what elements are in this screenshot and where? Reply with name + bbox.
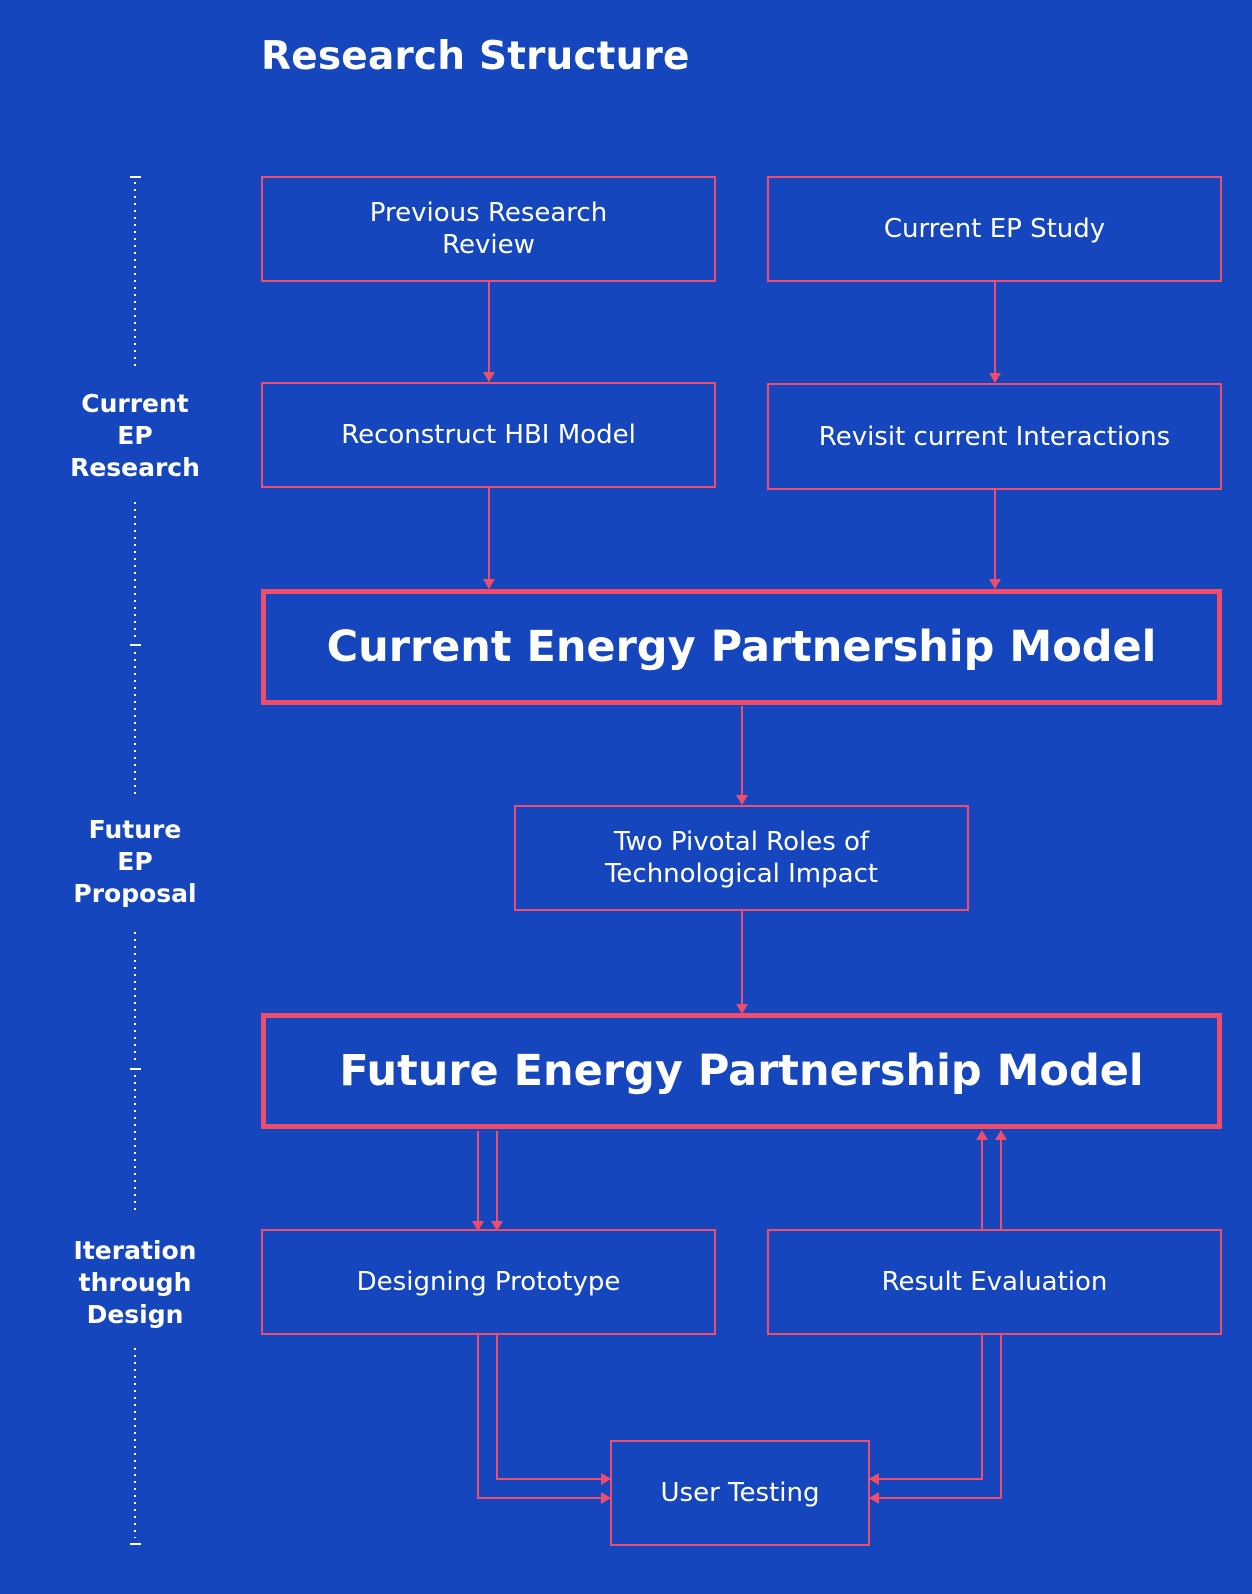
node-current-energy-partnership-model: Current Energy Partnership Model bbox=[261, 589, 1222, 705]
phase-label-current-ep-research: Current EP Research bbox=[70, 389, 200, 482]
node-current-ep-study: Current EP Study bbox=[767, 176, 1222, 282]
node-result-evaluation: Result Evaluation bbox=[767, 1229, 1222, 1335]
edge-prototype-to-user-testing-outer bbox=[477, 1335, 611, 1504]
node-two-pivotal-roles: Two Pivotal Roles of Technological Impac… bbox=[514, 805, 969, 911]
page-title: Research Structure bbox=[261, 34, 690, 79]
phase-label-iteration-through-design: Iteration through Design bbox=[73, 1236, 197, 1329]
node-user-testing: User Testing bbox=[610, 1440, 870, 1546]
node-future-energy-partnership-model: Future Energy Partnership Model bbox=[261, 1013, 1222, 1129]
edge-evaluation-to-user-testing-outer bbox=[869, 1335, 1002, 1504]
phase-timeline bbox=[130, 176, 141, 1545]
edge-evaluation-to-user-testing-inner bbox=[869, 1335, 983, 1485]
edge-prototype-to-user-testing-inner bbox=[496, 1335, 611, 1485]
phase-label-future-ep-proposal: Future EP Proposal bbox=[73, 815, 197, 908]
node-revisit-current-interactions: Revisit current Interactions bbox=[767, 383, 1222, 490]
node-reconstruct-hbi-model: Reconstruct HBI Model bbox=[261, 382, 716, 488]
node-designing-prototype: Designing Prototype bbox=[261, 1229, 716, 1335]
node-previous-research-review: Previous Research Review bbox=[261, 176, 716, 282]
